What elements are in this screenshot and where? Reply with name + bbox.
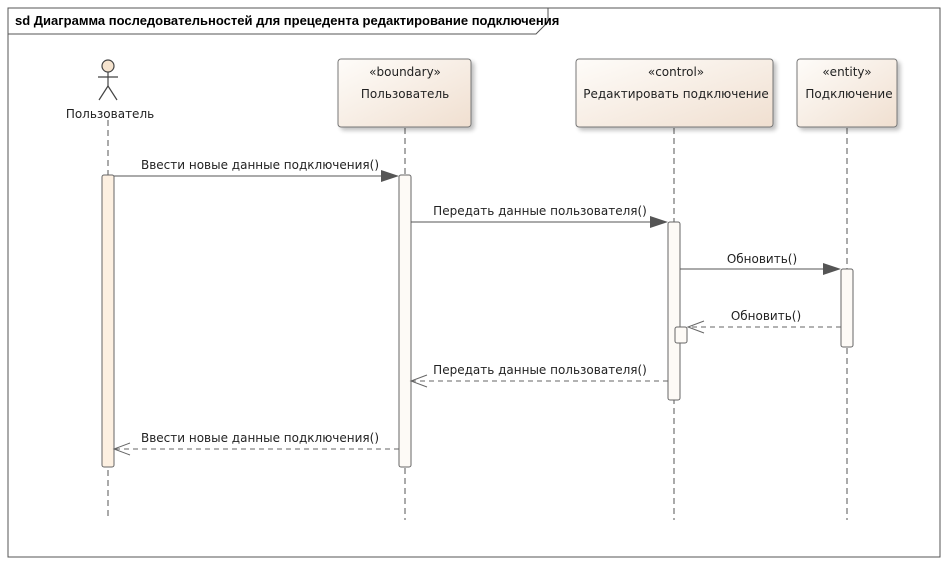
message-pass-user-data[interactable]: Передать данные пользователя(): [411, 204, 668, 228]
message-update-return[interactable]: Обновить(): [686, 309, 841, 334]
message-update[interactable]: Обновить(): [680, 252, 841, 275]
frame-title-tab: [7, 7, 549, 35]
boundary-stereotype: «boundary»: [369, 65, 441, 79]
message-label: Передать данные пользователя(): [433, 363, 647, 377]
activation-control: [667, 221, 681, 401]
message-label: Передать данные пользователя(): [433, 204, 647, 218]
control-stereotype: «control»: [648, 65, 704, 79]
diagram-frame: [7, 7, 941, 558]
activation-boundary: [398, 174, 412, 468]
entity-name: Подключение: [805, 87, 892, 101]
actor-icon: [98, 59, 118, 101]
message-label: Обновить(): [731, 309, 801, 323]
message-label: Обновить(): [727, 252, 797, 266]
message-label: Ввести новые данные подключения(): [141, 431, 379, 445]
boundary-name: Пользователь: [361, 87, 449, 101]
entity-lifeline-box[interactable]: «entity» Подключение: [796, 58, 898, 128]
message-label: Ввести новые данные подключения(): [141, 158, 379, 172]
control-lifeline-box[interactable]: «control» Редактировать подключение: [575, 58, 774, 128]
activation-entity: [840, 268, 854, 348]
control-name: Редактировать подключение: [583, 87, 769, 101]
actor-name: Пользователь: [66, 107, 154, 121]
boundary-lifeline-box[interactable]: «boundary» Пользователь: [337, 58, 472, 128]
activation-actor: [101, 174, 115, 468]
message-pass-user-data-return[interactable]: Передать данные пользователя(): [409, 363, 668, 388]
message-enter-new-data[interactable]: Ввести новые данные подключения(): [114, 158, 399, 182]
actor-figure[interactable]: Пользователь: [66, 59, 154, 121]
message-enter-new-data-return[interactable]: Ввести новые данные подключения(): [112, 431, 399, 456]
entity-stereotype: «entity»: [822, 65, 871, 79]
frame-title: sd Диаграмма последовательностей для пре…: [15, 13, 559, 28]
activation-control-nested: [674, 326, 688, 344]
